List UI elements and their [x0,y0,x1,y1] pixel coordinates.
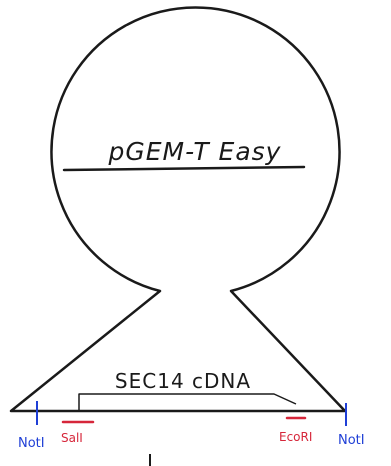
noti-left-label: NotI [18,436,45,451]
vector-label-underline [62,165,306,172]
vector-label: pGEM-T Easy [108,137,282,166]
sali-label: SalI [61,431,83,445]
noti-right-label: NotI [338,433,365,448]
insert-label: SEC14 cDNA [115,369,251,393]
insert-orientation-arrow [78,393,297,411]
vector-backbone-outline [9,6,347,413]
ecori-label: EcoRI [279,430,312,444]
